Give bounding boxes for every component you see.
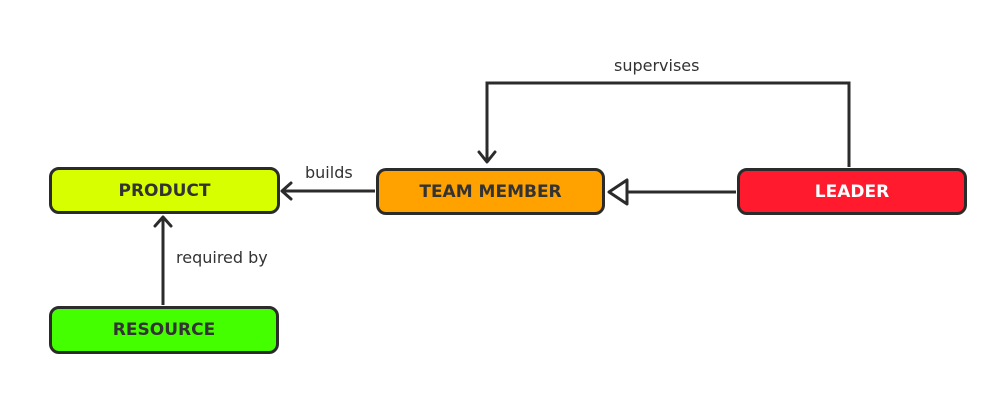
arrowhead-builds (280, 181, 293, 201)
node-product-label: PRODUCT (118, 180, 211, 201)
node-resource[interactable]: RESOURCE (49, 306, 279, 354)
node-leader-label: LEADER (814, 181, 890, 202)
edge-label-required-by: required by (176, 248, 268, 267)
edge-label-supervises: supervises (614, 56, 700, 75)
node-leader[interactable]: LEADER (737, 168, 967, 215)
arrowhead-inherits (607, 178, 629, 206)
arrowhead-supervises (477, 150, 497, 164)
edge-supervises (485, 81, 851, 167)
node-resource-label: RESOURCE (112, 320, 216, 340)
node-product[interactable]: PRODUCT (49, 167, 280, 214)
node-team-member[interactable]: TEAM MEMBER (376, 168, 605, 215)
node-team-member-label: TEAM MEMBER (419, 181, 562, 202)
edge-label-builds: builds (305, 163, 353, 182)
arrowhead-required-by (153, 215, 173, 228)
